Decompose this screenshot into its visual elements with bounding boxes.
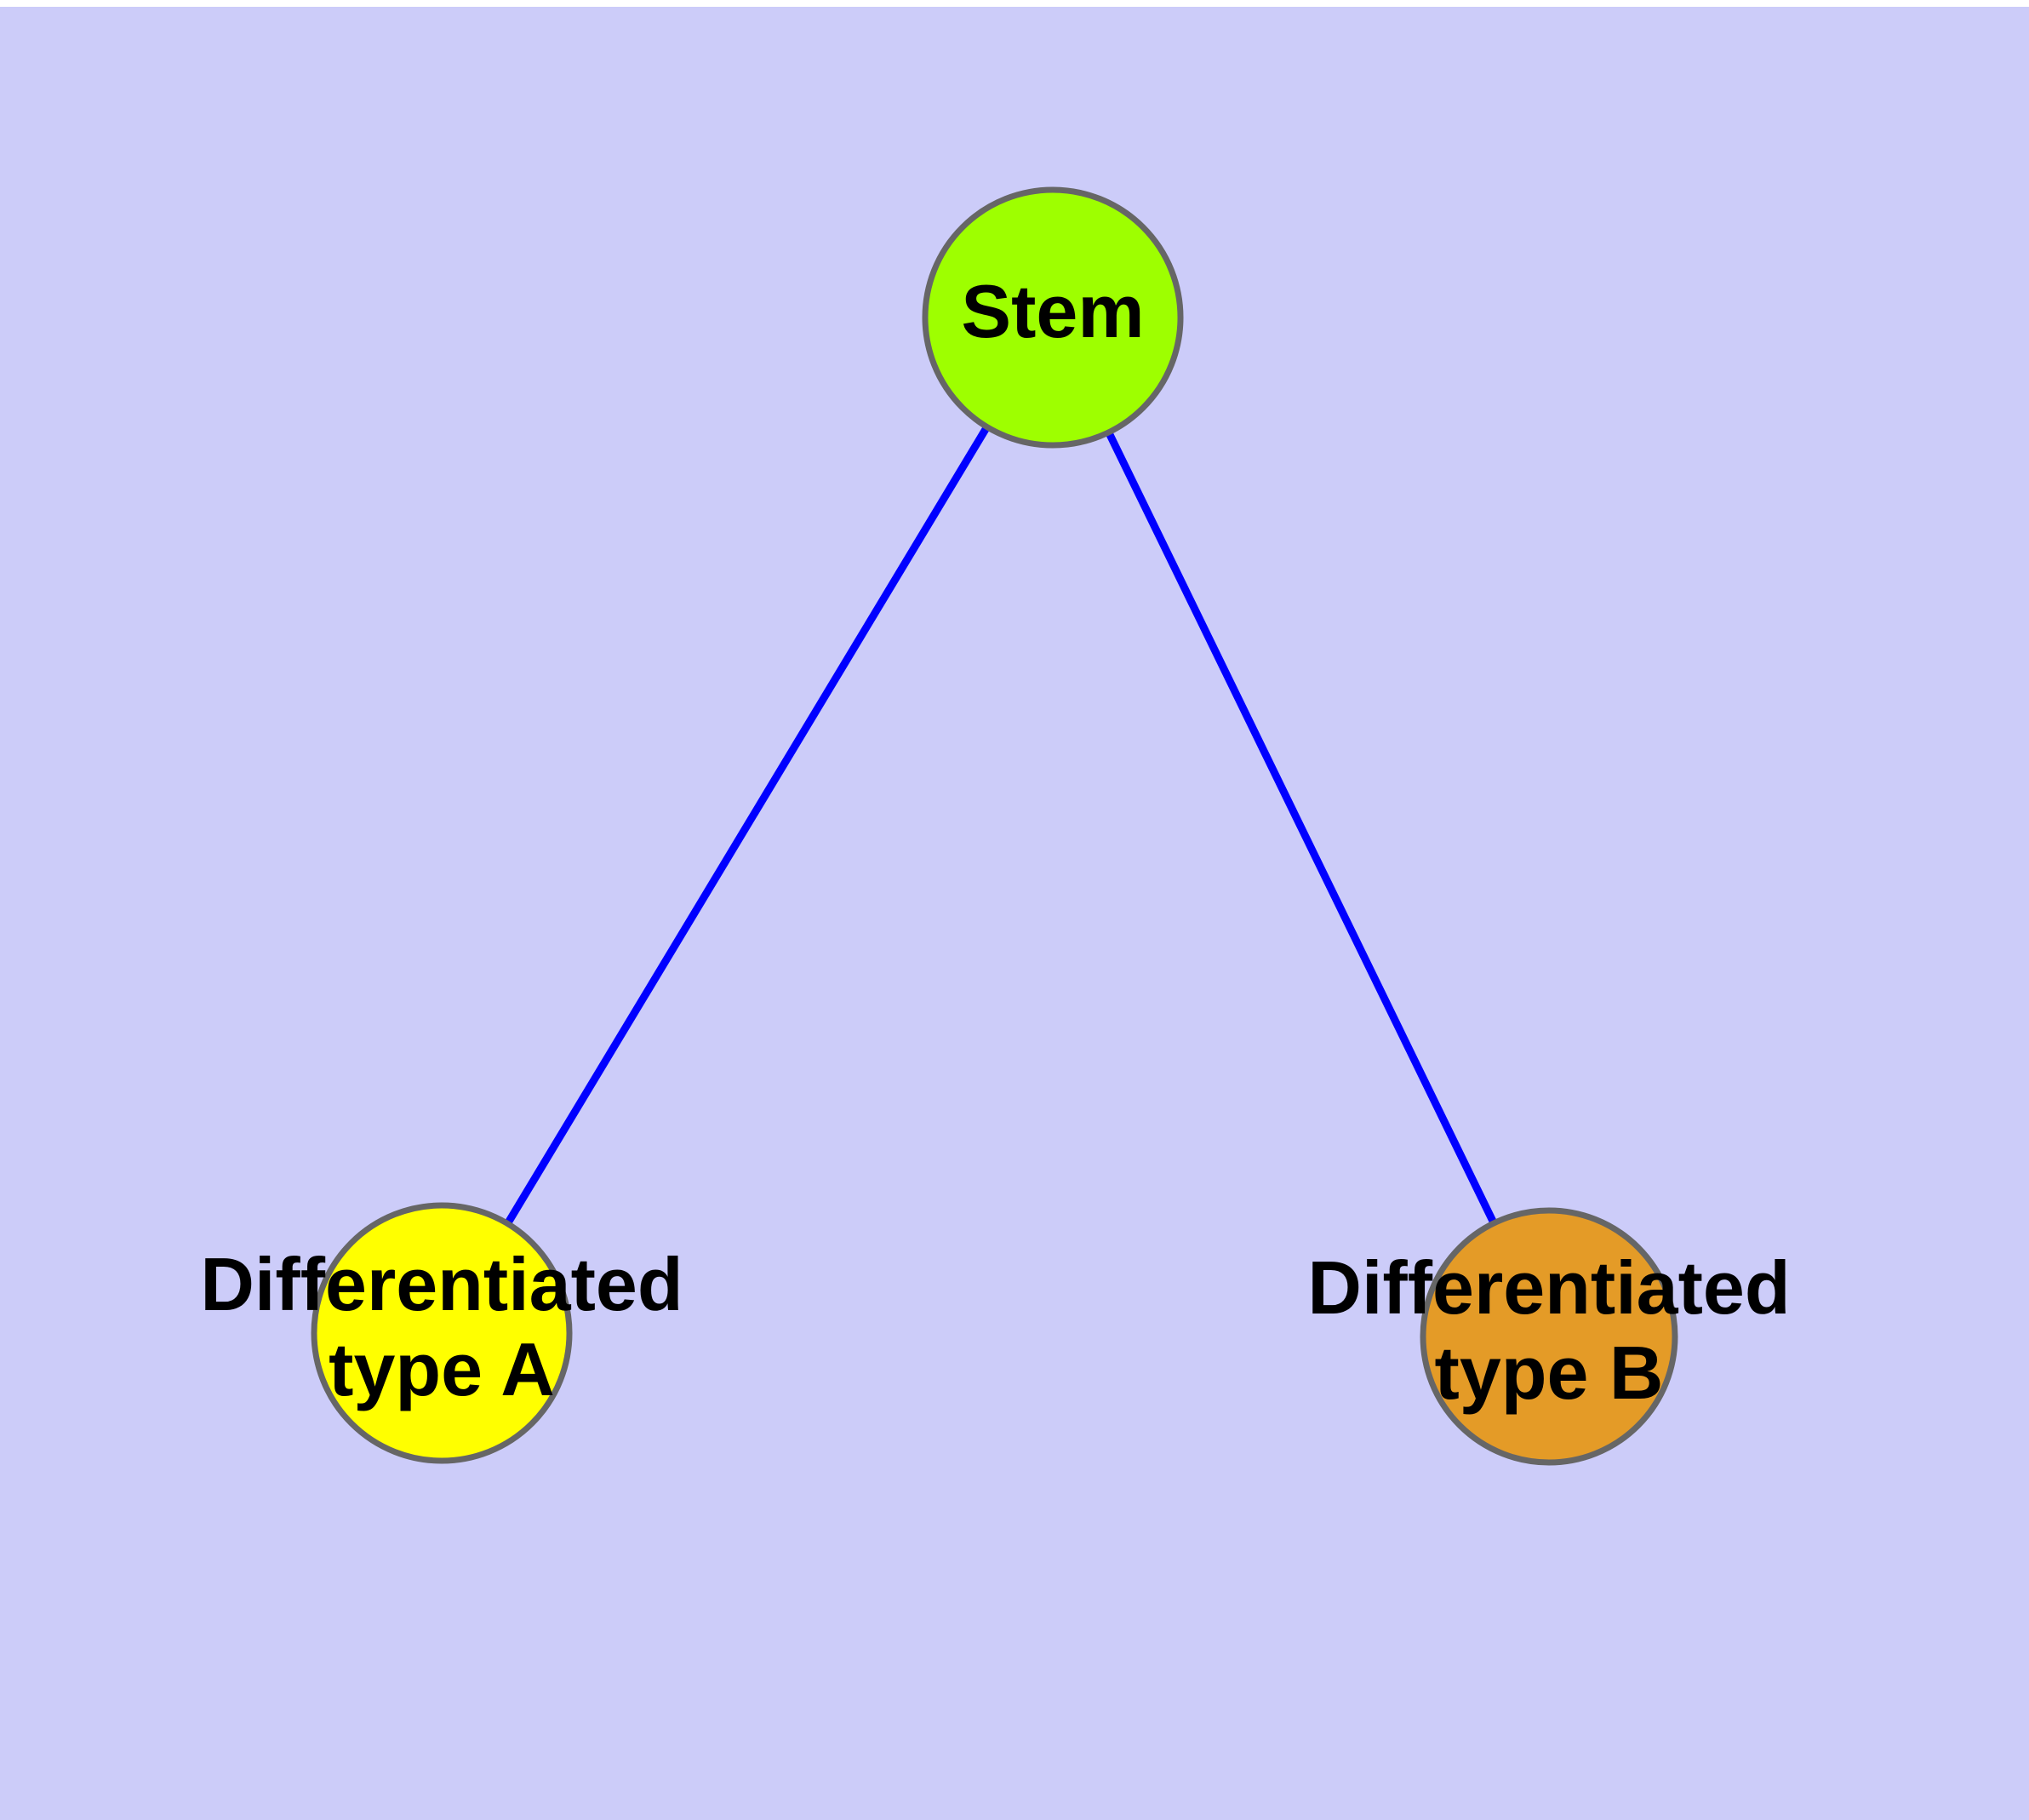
edge-stem-to-diff_b — [1049, 316, 1553, 1338]
node-label-line: Differentiated — [1307, 1245, 1790, 1330]
node-stem[interactable] — [922, 186, 1184, 449]
node-diff_a[interactable] — [311, 1202, 573, 1464]
node-label-line: Stem — [961, 269, 1144, 353]
node-label-line: type A — [329, 1327, 555, 1411]
node-diff_b[interactable] — [1420, 1207, 1678, 1466]
nodes-layer — [311, 186, 1678, 1466]
node-label-line: Differentiated — [200, 1242, 683, 1326]
edges-layer — [438, 315, 1553, 1338]
edge-stem-to-diff_a — [438, 315, 1056, 1336]
node-label-stem: Stem — [961, 269, 1144, 353]
node-label-line: type B — [1435, 1331, 1664, 1415]
